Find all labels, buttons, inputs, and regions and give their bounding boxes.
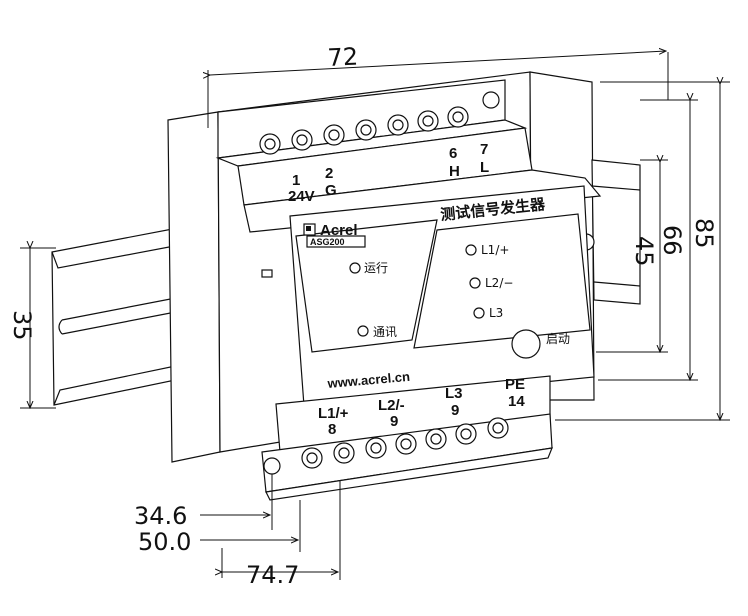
dim-rail-35: 35 — [8, 310, 36, 341]
terminal-2-number: 2 — [325, 165, 333, 182]
bscrew-3 — [365, 437, 387, 459]
terminal-14-number: 14 — [508, 393, 525, 410]
dim-depth-74-7: 74.7 — [246, 561, 299, 589]
terminal-1-number: 1 — [292, 172, 300, 189]
din-rail — [51, 226, 187, 406]
led-l1-label: L1/+ — [481, 243, 509, 257]
led-run-label: 运行 — [364, 261, 388, 275]
start-button-label: 启动 — [546, 332, 570, 346]
terminal-7-label: L — [480, 159, 489, 176]
led-comm-label: 通讯 — [373, 325, 397, 339]
screw-3 — [323, 124, 345, 146]
terminal-6-number: 6 — [449, 145, 457, 162]
dim-height-85: 85 — [690, 218, 718, 249]
terminal-9-number-a: 9 — [390, 413, 398, 430]
bscrew-6 — [455, 423, 477, 445]
bscrew-1 — [301, 447, 323, 469]
led-l3-label: L3 — [489, 306, 503, 320]
dim-height-66: 66 — [658, 225, 686, 256]
screw-7 — [447, 106, 469, 128]
front-panel — [289, 185, 595, 407]
terminal-9-number-b: 9 — [451, 402, 459, 419]
screw-6 — [417, 110, 439, 132]
bscrew-7 — [487, 417, 509, 439]
terminal-6-label: H — [449, 163, 460, 180]
screw-4 — [355, 119, 377, 141]
led-l2-label: L2/− — [485, 276, 513, 290]
dimension-lines — [20, 51, 730, 580]
dim-depth-34-6: 34.6 — [134, 502, 187, 530]
dim-depth-50-0: 50.0 — [138, 528, 191, 556]
website-url: www.acrel.cn — [326, 369, 411, 391]
terminal-7-number: 7 — [480, 141, 488, 158]
bscrew-4 — [395, 433, 417, 455]
terminal-l2-label: L2/- — [378, 397, 405, 414]
terminal-1-label: 24V — [288, 188, 315, 205]
screw-5 — [387, 114, 409, 136]
brand-logo-text: Acrel — [320, 222, 358, 239]
screw-2 — [291, 129, 313, 151]
terminal-l3-label: L3 — [445, 385, 463, 402]
terminal-pe-label: PE — [505, 376, 525, 393]
terminal-l1-label: L1/+ — [318, 405, 349, 422]
dim-width-72: 72 — [327, 42, 359, 72]
bscrew-2 — [333, 442, 355, 464]
bscrew-5 — [425, 428, 447, 450]
dim-height-45: 45 — [630, 236, 658, 267]
terminal-8-number: 8 — [328, 421, 336, 438]
screw-1 — [259, 133, 281, 155]
terminal-2-label: G — [325, 182, 337, 199]
top-screws — [259, 106, 469, 155]
bottom-screws — [301, 417, 509, 469]
model-number: ASG200 — [310, 237, 345, 247]
